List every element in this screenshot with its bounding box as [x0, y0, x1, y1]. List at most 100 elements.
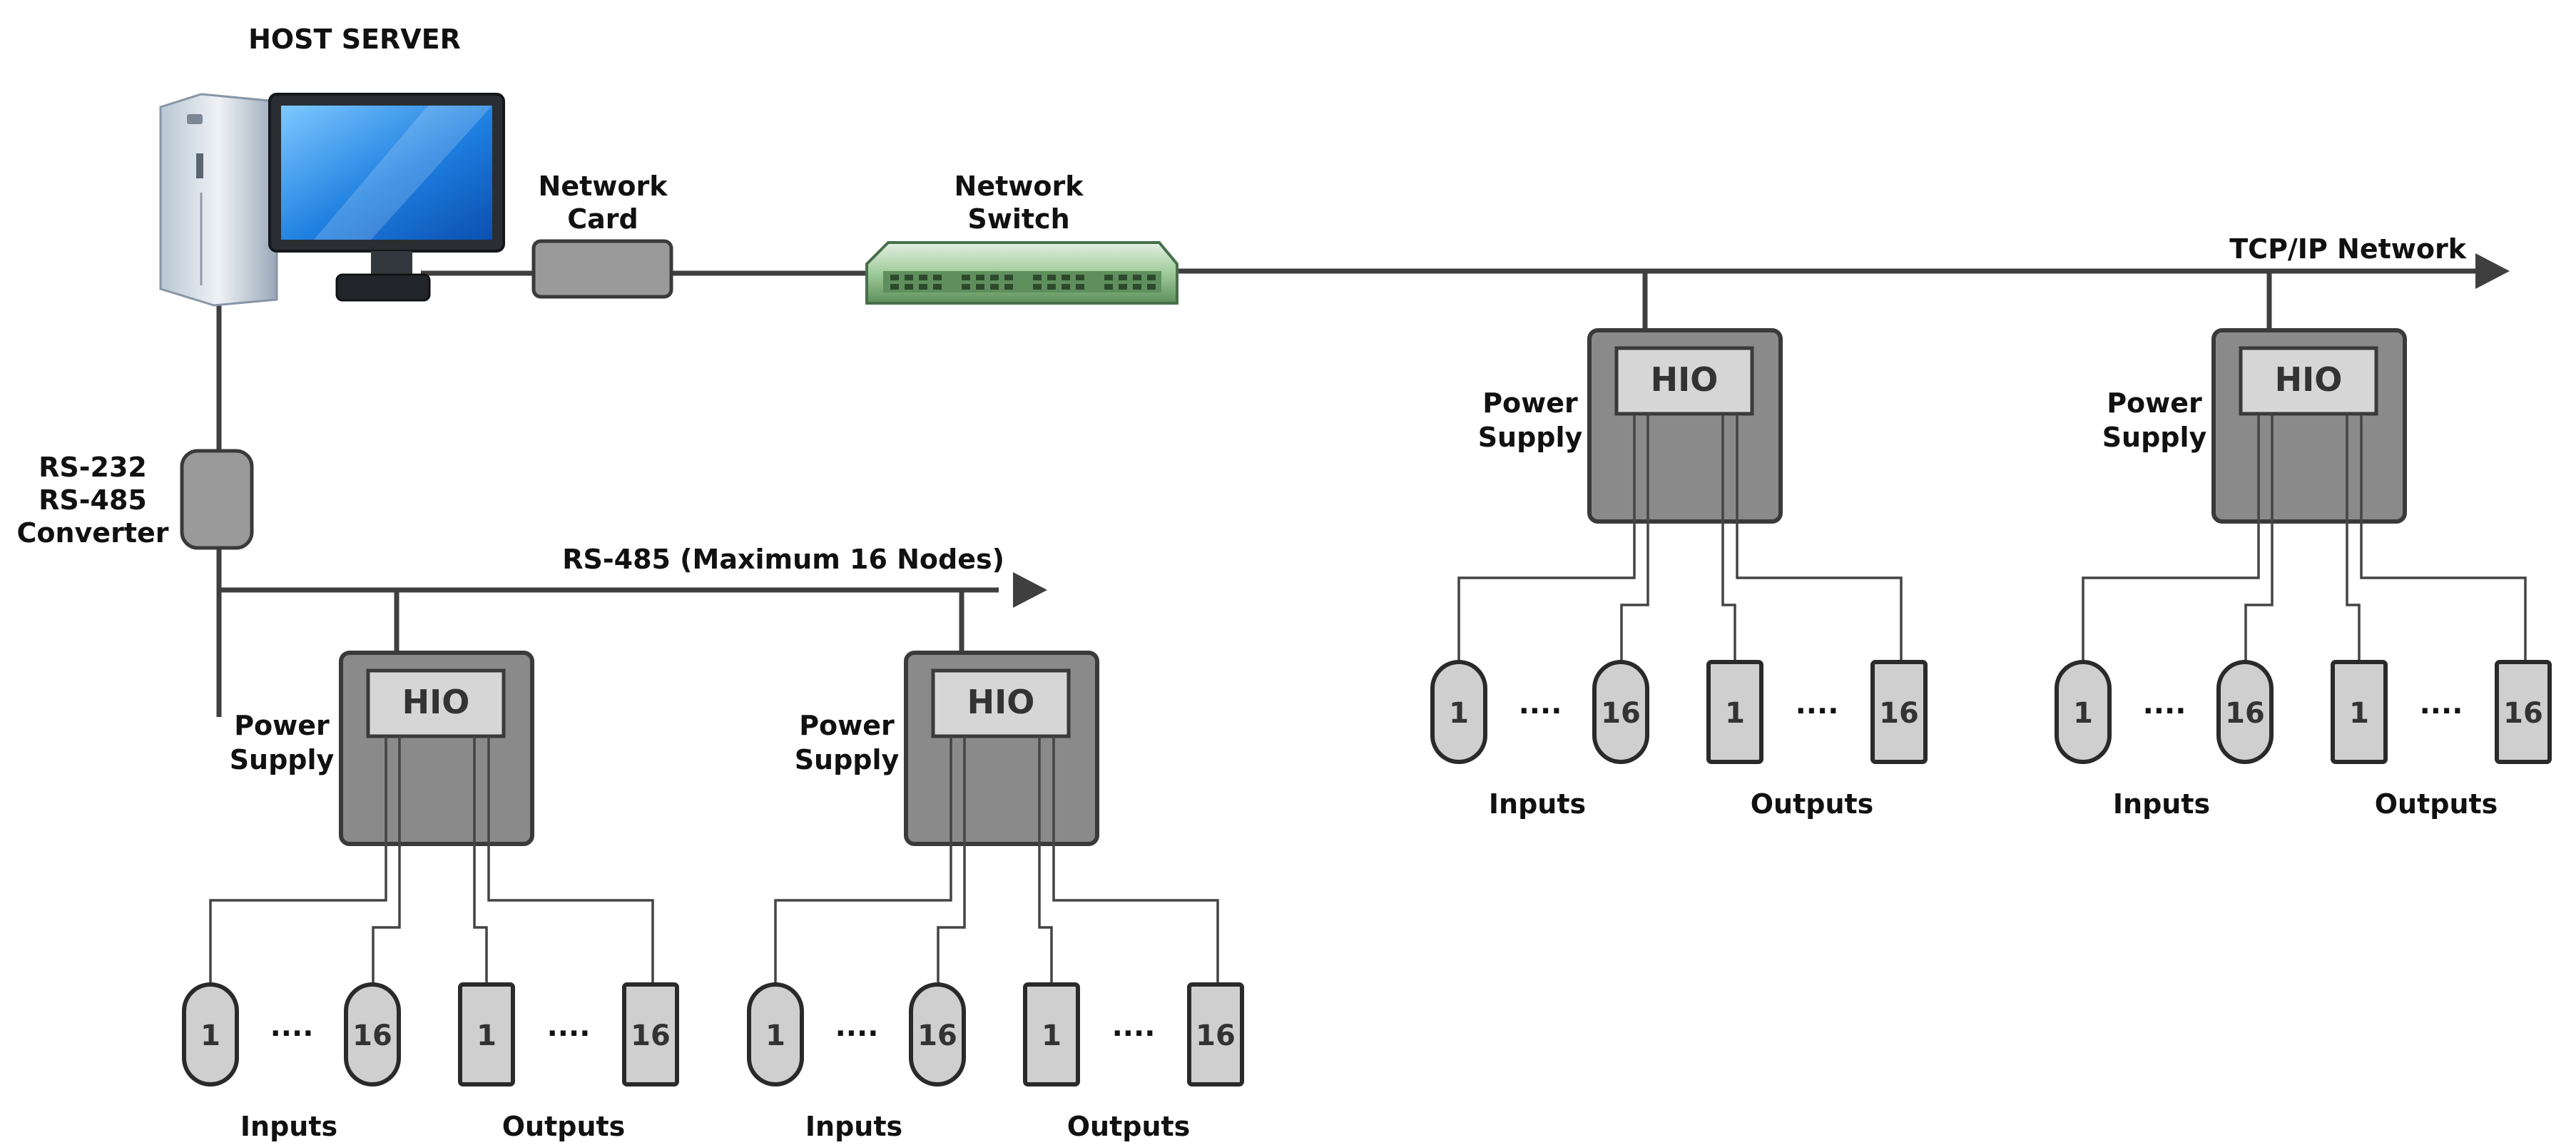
io-wire: [473, 736, 488, 988]
arrow-right-icon: [1013, 572, 1047, 608]
output-terminal-first: [2331, 660, 2388, 764]
converter-icon: [180, 449, 254, 550]
output-last-number: 16: [631, 1019, 671, 1052]
arrow-right-icon: [2475, 253, 2510, 289]
inputs-label: Inputs: [240, 1111, 337, 1142]
input-last-number: 16: [352, 1019, 392, 1052]
io-wire: [1052, 736, 1219, 988]
power-supply-label-line1: Power: [2107, 387, 2202, 419]
tcpip-network-label: TCP/IP Network: [2229, 233, 2466, 265]
power-supply-label-line1: Power: [1482, 387, 1578, 419]
converter-label-line1: RS-232: [39, 452, 147, 483]
input-terminal-first: [1430, 660, 1487, 764]
io-wire: [209, 736, 387, 988]
power-supply-label-line2: Supply: [2102, 422, 2207, 453]
output-last-number: 16: [2503, 697, 2543, 730]
inputs-label: Inputs: [2113, 788, 2210, 820]
hio-label: HIO: [402, 683, 470, 721]
output-first-number: 1: [1725, 697, 1745, 730]
io-wire: [1457, 414, 1636, 666]
network-card-icon: [531, 239, 673, 299]
output-terminal-last: [622, 982, 679, 1087]
io-wire: [774, 736, 952, 988]
input-terminal-first: [2055, 660, 2112, 764]
output-range-dots: ····: [1112, 1017, 1156, 1050]
network-switch-icon: [865, 241, 1178, 305]
io-wire: [1620, 414, 1649, 666]
hio-label-box: [366, 668, 506, 738]
input-last-number: 16: [917, 1019, 957, 1052]
power-supply-label-line2: Supply: [795, 744, 900, 775]
io-wire: [487, 736, 654, 988]
converter-label-line3: Converter: [16, 517, 168, 549]
converter-label-line2: RS-485: [39, 484, 147, 516]
io-wire: [1736, 414, 1903, 666]
input-range-dots: ····: [835, 1017, 879, 1050]
input-terminal-last: [344, 982, 401, 1087]
output-first-number: 1: [1042, 1019, 1062, 1052]
io-wire: [2360, 414, 2527, 666]
input-last-number: 16: [2225, 697, 2265, 730]
output-first-number: 1: [477, 1019, 497, 1052]
network-switch-label-line1: Network: [954, 171, 1084, 202]
input-range-dots: ····: [2143, 695, 2186, 728]
output-range-dots: ····: [2420, 695, 2463, 728]
host-server-label: HOST SERVER: [248, 24, 461, 55]
hio-label-box: [931, 668, 1071, 738]
output-terminal-first: [1706, 660, 1763, 764]
outputs-label: Outputs: [502, 1111, 626, 1142]
input-terminal-first: [182, 982, 239, 1087]
outputs-label: Outputs: [1067, 1111, 1191, 1142]
output-range-dots: ····: [547, 1017, 591, 1050]
io-wire: [2346, 414, 2361, 666]
io-wire: [2244, 414, 2274, 666]
output-terminal-last: [1187, 982, 1244, 1087]
power-supply-label-line2: Supply: [1478, 422, 1583, 453]
output-last-number: 16: [1879, 697, 1919, 730]
input-first-number: 1: [2073, 697, 2093, 730]
inputs-label: Inputs: [805, 1111, 902, 1142]
io-wire: [1038, 736, 1053, 988]
outputs-label: Outputs: [2375, 788, 2498, 820]
power-supply-label-line1: Power: [234, 710, 330, 741]
output-terminal-last: [2495, 660, 2552, 764]
input-first-number: 1: [200, 1019, 220, 1052]
input-range-dots: ····: [1519, 695, 1562, 728]
input-first-number: 1: [765, 1019, 785, 1052]
host-server-icon: [159, 93, 505, 307]
hio-label: HIO: [967, 683, 1035, 721]
io-wire: [937, 736, 966, 988]
input-terminal-last: [1592, 660, 1649, 764]
hio-label-box: [2239, 346, 2378, 416]
output-terminal-last: [1870, 660, 1928, 764]
io-wire: [372, 736, 401, 988]
hio-label: HIO: [1651, 360, 1719, 399]
input-terminal-first: [747, 982, 804, 1087]
power-supply-label-line1: Power: [799, 710, 895, 741]
input-range-dots: ····: [270, 1017, 314, 1050]
output-terminal-first: [1023, 982, 1080, 1087]
input-terminal-last: [909, 982, 966, 1087]
hio-label-box: [1614, 346, 1754, 416]
output-terminal-first: [458, 982, 515, 1087]
io-wire: [1721, 414, 1736, 666]
output-last-number: 16: [1196, 1019, 1236, 1052]
input-first-number: 1: [1449, 697, 1469, 730]
network-card-label-line1: Network: [539, 171, 668, 202]
hio-label: HIO: [2275, 360, 2343, 399]
io-wire: [2082, 414, 2260, 666]
network-card-label-line2: Card: [567, 203, 638, 235]
connection-lines: [216, 268, 2475, 717]
input-last-number: 16: [1601, 697, 1641, 730]
network-switch-label-line2: Switch: [967, 203, 1069, 235]
inputs-label: Inputs: [1489, 788, 1586, 820]
power-supply-label-line2: Supply: [230, 744, 335, 775]
output-first-number: 1: [2349, 697, 2369, 730]
outputs-label: Outputs: [1751, 788, 1874, 820]
